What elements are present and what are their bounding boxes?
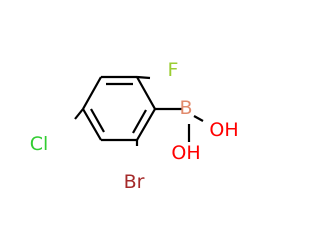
structure-svg: F Cl Br B OH OH bbox=[30, 59, 239, 193]
bond-c5-c6 bbox=[82, 76, 102, 110]
bromine-atom: Br bbox=[124, 171, 145, 193]
bond-c2-c3 bbox=[136, 108, 156, 141]
molecule-diagram: F Cl Br B OH OH bbox=[29, 59, 239, 193]
fluorine-atom: F bbox=[168, 59, 179, 81]
boron-atom: B bbox=[179, 97, 192, 119]
bond-c1-f bbox=[136, 75, 151, 80]
bond-c1-c2 bbox=[136, 76, 156, 110]
chlorine-atom: Cl bbox=[30, 133, 49, 155]
double-bond-right bbox=[132, 109, 147, 134]
hydroxyl-top: OH bbox=[209, 119, 238, 141]
bond-b-oh-top bbox=[193, 115, 204, 122]
hydroxyl-bottom: OH bbox=[171, 142, 200, 164]
bond-c4-c5 bbox=[82, 108, 102, 141]
double-bond-left bbox=[90, 108, 105, 133]
bond-c5-cl bbox=[74, 108, 84, 120]
